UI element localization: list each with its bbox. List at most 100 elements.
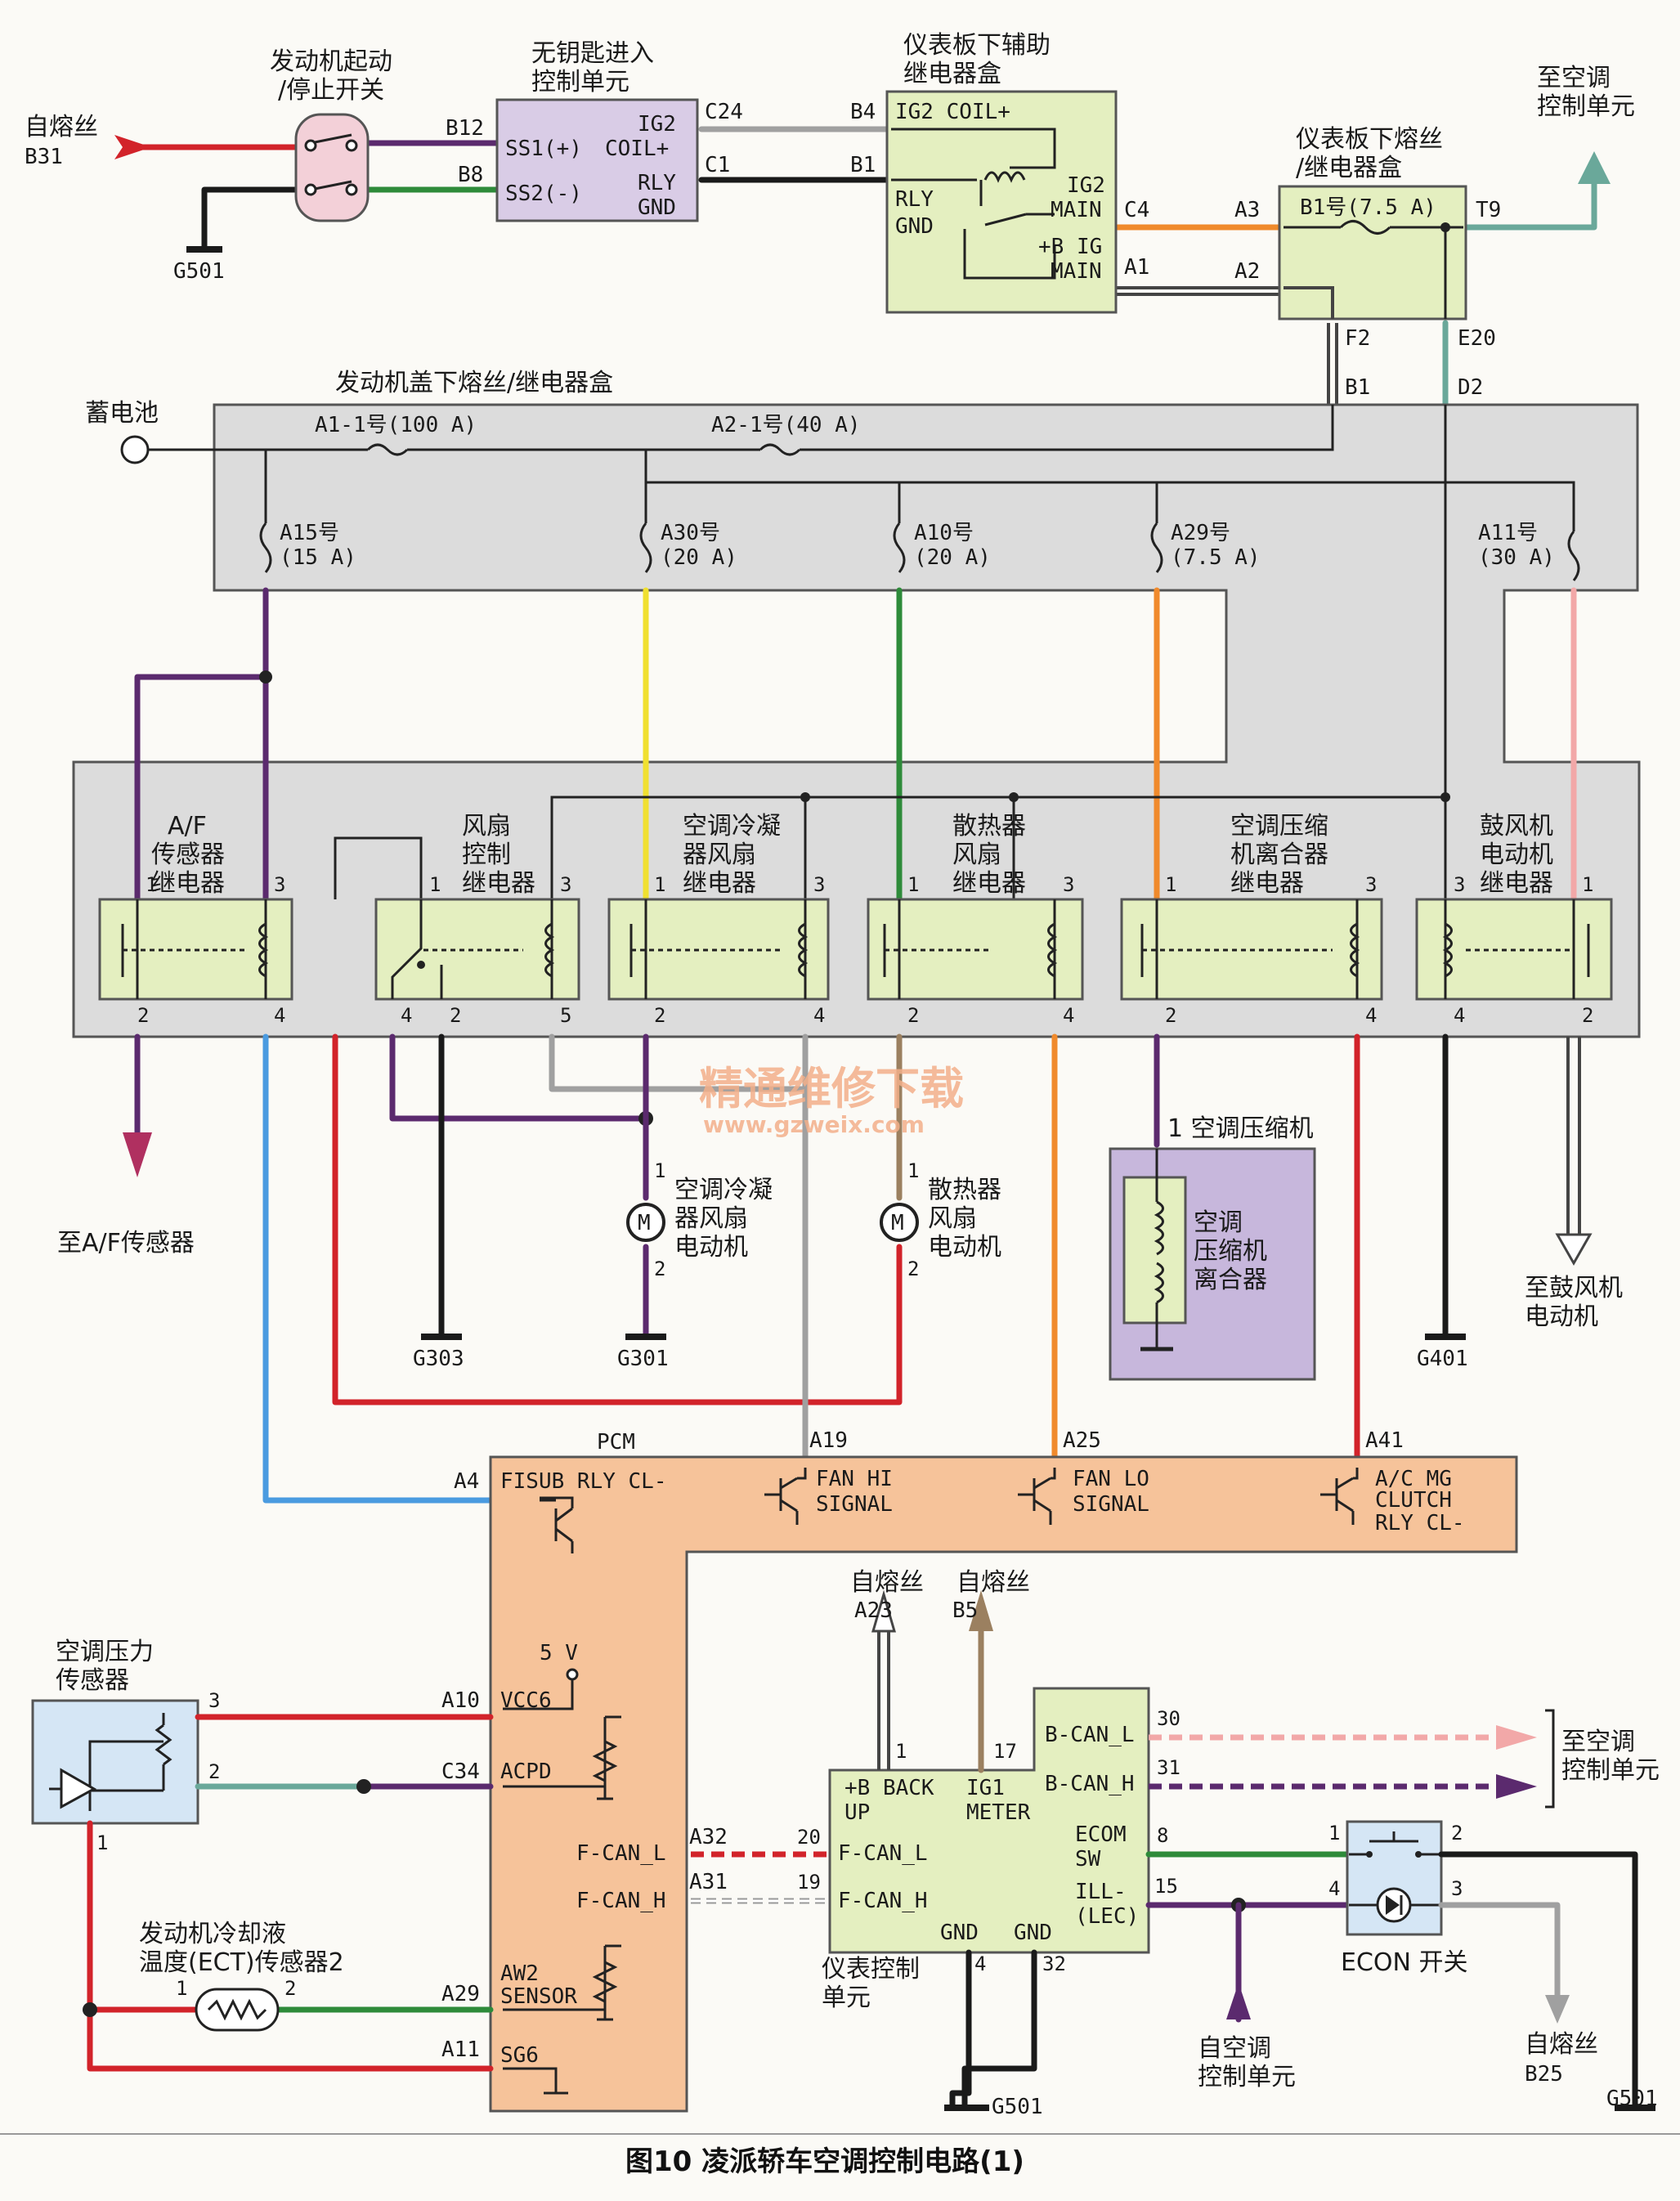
relay-blower-p4: 4 <box>1454 1004 1465 1027</box>
relay-af-p4: 4 <box>274 1004 285 1027</box>
ground-g303: G303 <box>413 1347 464 1371</box>
ac-compressor-clutch <box>1109 1147 1316 1381</box>
meter-p19: 19 <box>797 1871 821 1894</box>
meter-fcanl: F-CAN_L <box>838 1841 928 1866</box>
pin-t9: T9 <box>1476 198 1501 222</box>
relay-cond-l3: 继电器 <box>683 869 756 898</box>
dash-fuse-relay-box <box>1278 185 1467 321</box>
ground-g401: G401 <box>1417 1347 1468 1371</box>
relay-fan-l2: 控制 <box>462 841 511 869</box>
fuse-a30-rating: (20 A) <box>661 545 737 570</box>
pin-c4: C4 <box>1124 198 1149 222</box>
relay-clutch-l1: 空调压缩 <box>1230 812 1328 841</box>
meter-ill: ILL- <box>1075 1880 1127 1904</box>
meter-p1: 1 <box>895 1740 907 1763</box>
pcm-acpd: ACPD <box>500 1759 552 1784</box>
relay-cond-p4: 4 <box>813 1004 825 1027</box>
relay-fan-l1: 风扇 <box>462 812 511 841</box>
aux-ig2: IG2 <box>1067 173 1105 198</box>
ect-title2: 温度(ECT)传感器2 <box>139 1948 344 1977</box>
relay-blower-l2: 电动机 <box>1480 841 1553 869</box>
relay-clutch-l3: 继电器 <box>1230 869 1304 898</box>
meter-sw: SW <box>1075 1847 1101 1872</box>
keyless-entry-control-unit <box>495 98 699 222</box>
cond-motor-l1: 空调冷凝 <box>674 1176 773 1204</box>
relay-fan-p4: 4 <box>401 1004 412 1027</box>
relay-af-sensor <box>98 898 293 1001</box>
pcm-clutch: CLUTCH <box>1375 1488 1452 1513</box>
to-blower-l1: 至鼓风机 <box>1525 1274 1623 1302</box>
pcm-a25: A25 <box>1063 1428 1101 1453</box>
relay-blower-p2: 2 <box>1582 1004 1593 1027</box>
relay-clutch-p2: 2 <box>1165 1004 1176 1027</box>
relay-cond-p3: 3 <box>813 873 825 896</box>
relay-af-p2: 2 <box>137 1004 149 1027</box>
meter-p30: 30 <box>1157 1707 1180 1730</box>
ground-g501-econ: G501 <box>1606 2087 1658 2111</box>
relay-blower-p3: 3 <box>1454 873 1465 896</box>
pcm-5v: 5 V <box>540 1641 578 1665</box>
ect-p1: 1 <box>176 1977 187 2000</box>
pcm-a41: A41 <box>1365 1428 1404 1453</box>
relay-af-p1: 1 <box>146 873 157 896</box>
fuse-symbols <box>259 522 1580 581</box>
rad-motor-p2: 2 <box>907 1257 919 1280</box>
aux-ig2-coil: IG2 COIL+ <box>895 100 1010 124</box>
pin-b8: B8 <box>458 163 483 187</box>
meter-bcanh: B-CAN_H <box>1045 1772 1135 1796</box>
relay-clutch-p4: 4 <box>1365 1004 1377 1027</box>
engine-fuse-box-title: 发动机盖下熔丝/继电器盒 <box>335 369 613 397</box>
radiator-fan-motor: M <box>880 1203 919 1242</box>
aux-b-ig: +B IG <box>1038 235 1102 259</box>
pcm-fan-hi-signal: SIGNAL <box>816 1492 893 1517</box>
econ-title: ECON 开关 <box>1341 1948 1468 1977</box>
pressure-p1: 1 <box>96 1831 108 1854</box>
aux-relay-box-title2: 继电器盒 <box>903 60 1001 88</box>
to-ac-bottom-l2: 控制单元 <box>1561 1756 1660 1785</box>
rad-motor-p1: 1 <box>907 1159 919 1182</box>
pcm-fisub: FISUB RLY CL- <box>500 1469 667 1494</box>
relay-fan-control <box>374 898 580 1001</box>
meter-fcanh: F-CAN_H <box>838 1889 928 1913</box>
relay-radiator-fan <box>867 898 1084 1001</box>
relay-cond-p2: 2 <box>654 1004 665 1027</box>
battery-terminal-icon <box>120 435 150 464</box>
engine-fuse-relay-box <box>72 403 1641 1038</box>
motor-symbol-1: M <box>638 1211 651 1235</box>
fuse-a10-name: A10号 <box>914 521 974 545</box>
meter-p8: 8 <box>1157 1824 1168 1847</box>
relay-fan-l3: 继电器 <box>462 869 535 898</box>
to-ac-top: 至空调 <box>1537 64 1611 92</box>
relay-blower-l1: 鼓风机 <box>1480 812 1553 841</box>
pcm-fan-lo-signal: SIGNAL <box>1073 1492 1149 1517</box>
econ-p3: 3 <box>1451 1877 1463 1900</box>
relay-rad-l2: 风扇 <box>952 841 1001 869</box>
meter-gnd1: GND <box>940 1921 979 1945</box>
main-fuse-a2: A2-1号(40 A) <box>711 413 861 437</box>
ect-sensor <box>195 1988 280 2032</box>
keyless-title2: 控制单元 <box>531 68 629 96</box>
fuse-b31-label: 自熔丝 <box>25 113 98 141</box>
meter-up: UP <box>844 1800 870 1825</box>
relay-af-l1: A/F <box>168 812 207 841</box>
pcm-a10: A10 <box>441 1688 480 1713</box>
clutch-l3: 离合器 <box>1194 1266 1267 1294</box>
fuse-a10-rating: (20 A) <box>914 545 991 570</box>
meter-p31: 31 <box>1157 1756 1180 1779</box>
compressor-label: 1 空调压缩机 <box>1167 1114 1314 1143</box>
rad-motor-l3: 电动机 <box>928 1233 1001 1262</box>
cond-motor-p1: 1 <box>654 1159 665 1182</box>
top-wires <box>114 126 1611 408</box>
meter-backup: +B BACK <box>844 1776 934 1800</box>
keyless-ss2: SS2(-) <box>505 182 582 206</box>
relay-rad-p4: 4 <box>1063 1004 1074 1027</box>
pressure-p3: 3 <box>208 1689 220 1712</box>
fuse-a11-name: A11号 <box>1478 521 1538 545</box>
relay-rad-p2: 2 <box>907 1004 919 1027</box>
meter-p32: 32 <box>1042 1952 1066 1975</box>
relay-af-l2: 传感器 <box>151 841 225 869</box>
condenser-fan-motor: M <box>626 1203 665 1242</box>
fuse-a23-l1: 自熔丝 <box>850 1568 924 1597</box>
instrument-control-unit <box>828 1589 1555 2111</box>
relay-rad-p1: 1 <box>907 873 919 896</box>
